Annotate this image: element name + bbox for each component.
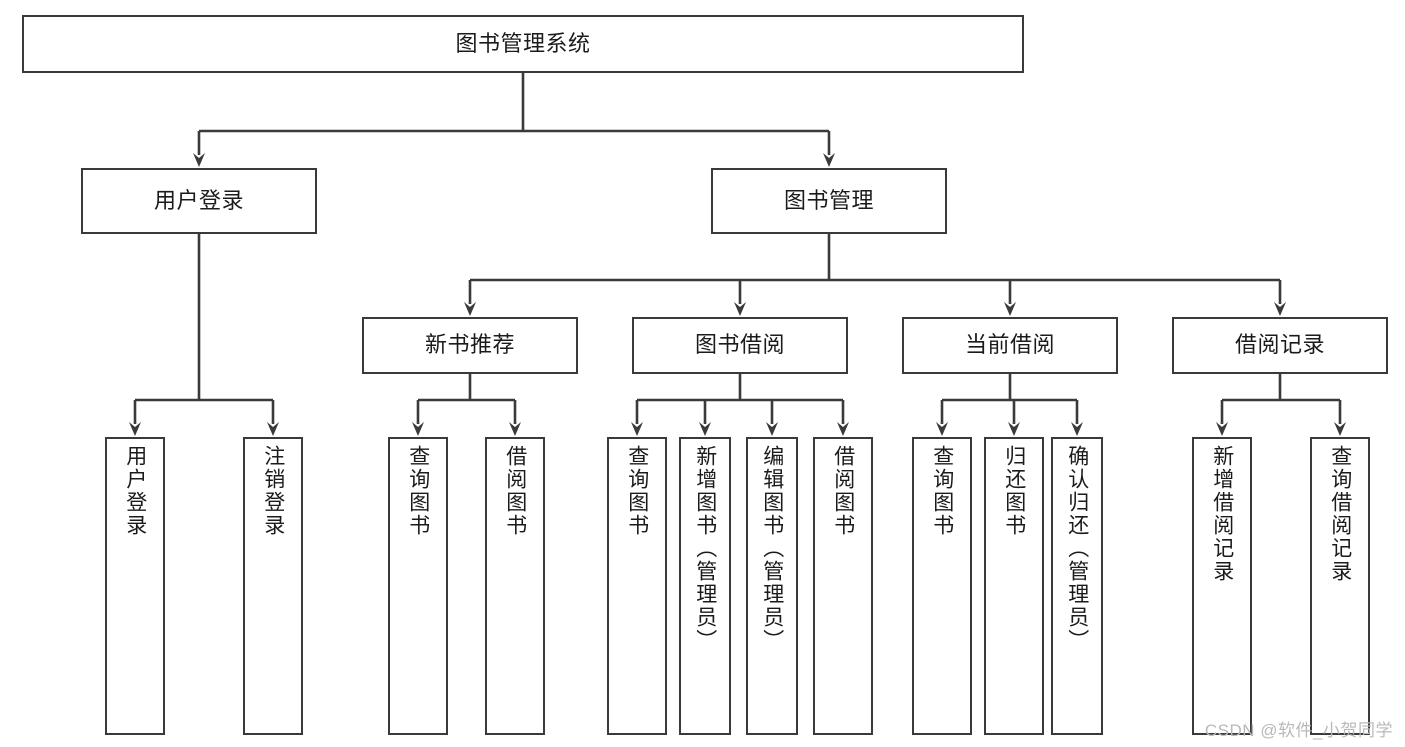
node-current-borrow[interactable]: 当前借阅: [902, 317, 1118, 374]
node-book-manage[interactable]: 图书管理: [711, 168, 947, 234]
node-label: 新增图书（管理员）: [693, 445, 717, 652]
node-label: 图书管理系统: [455, 30, 591, 56]
node-label: 查询图书: [406, 445, 430, 537]
node-label: 归还图书: [1002, 445, 1026, 537]
node-label: 当前借阅: [964, 332, 1055, 358]
node-label: 确认归还（管理员）: [1065, 445, 1089, 652]
node-label: 新增借阅记录: [1210, 445, 1234, 583]
leaf-query-borrow-record[interactable]: 查询借阅记录: [1310, 437, 1370, 735]
node-label: 查询图书: [625, 445, 649, 537]
node-label: 借阅记录: [1234, 332, 1325, 358]
leaf-logout[interactable]: 注销登录: [243, 437, 303, 735]
leaf-confirm-return[interactable]: 确认归还（管理员）: [1051, 437, 1103, 735]
node-label: 用户登录: [123, 445, 147, 537]
leaf-edit-book[interactable]: 编辑图书（管理员）: [746, 437, 798, 735]
node-book-borrow[interactable]: 图书借阅: [632, 317, 848, 374]
leaf-add-borrow-record[interactable]: 新增借阅记录: [1192, 437, 1252, 735]
node-user-login[interactable]: 用户登录: [81, 168, 317, 234]
leaf-user-login[interactable]: 用户登录: [105, 437, 165, 735]
node-label: 编辑图书（管理员）: [760, 445, 784, 652]
leaf-query-book-2[interactable]: 查询图书: [607, 437, 667, 735]
node-label: 借阅图书: [831, 445, 855, 537]
csdn-watermark: CSDN @软件_小贺同学: [1204, 721, 1393, 740]
node-label: 新书推荐: [424, 332, 515, 358]
node-label: 用户登录: [153, 187, 244, 213]
leaf-query-book-1[interactable]: 查询图书: [388, 437, 448, 735]
node-label: 查询借阅记录: [1328, 445, 1352, 583]
node-label: 查询图书: [930, 445, 954, 537]
node-label: 借阅图书: [503, 445, 527, 537]
node-root[interactable]: 图书管理系统: [22, 15, 1024, 73]
node-new-book-recommendation[interactable]: 新书推荐: [362, 317, 578, 374]
node-label: 图书借阅: [694, 332, 785, 358]
leaf-return-book[interactable]: 归还图书: [984, 437, 1044, 735]
leaf-borrow-book-2[interactable]: 借阅图书: [813, 437, 873, 735]
leaf-add-book[interactable]: 新增图书（管理员）: [679, 437, 731, 735]
leaf-query-book-3[interactable]: 查询图书: [912, 437, 972, 735]
node-label: 图书管理: [783, 187, 874, 213]
leaf-borrow-book-1[interactable]: 借阅图书: [485, 437, 545, 735]
node-label: 注销登录: [261, 445, 285, 537]
node-borrow-record[interactable]: 借阅记录: [1172, 317, 1388, 374]
